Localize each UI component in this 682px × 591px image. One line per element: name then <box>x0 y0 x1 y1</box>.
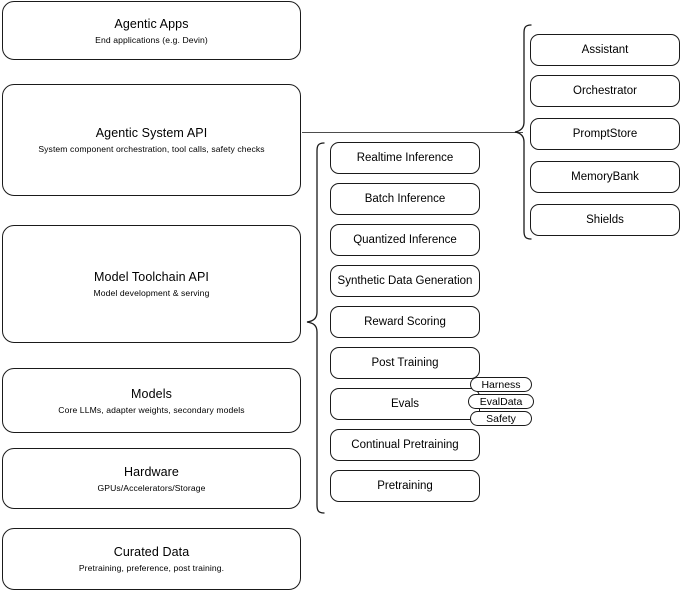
eval-pill-label: EvalData <box>479 395 523 408</box>
stack-subtitle: System component orchestration, tool cal… <box>38 144 265 154</box>
mid-box-label: Batch Inference <box>364 193 446 205</box>
mid-box-label: Post Training <box>371 357 439 369</box>
mid-box-label: Realtime Inference <box>356 152 454 164</box>
mid-box-pretraining[interactable]: Pretraining <box>330 470 480 502</box>
eval-pill-safety[interactable]: Safety <box>470 411 532 426</box>
mid-box-label: Evals <box>390 398 420 410</box>
mid-box-label: Synthetic Data Generation <box>337 275 473 287</box>
eval-pill-harness[interactable]: Harness <box>470 377 532 392</box>
mid-box-label: Quantized Inference <box>353 234 457 246</box>
mid-box-batch-inference[interactable]: Batch Inference <box>330 183 480 215</box>
connector-agentic-system-to-components <box>302 132 523 133</box>
stack-box-agentic-system-api[interactable]: Agentic System API System component orch… <box>2 84 301 196</box>
mid-box-evals[interactable]: Evals <box>330 388 480 420</box>
eval-pill-label: Safety <box>486 412 516 425</box>
stack-title: Agentic Apps <box>114 16 189 31</box>
stack-box-agentic-apps[interactable]: Agentic Apps End applications (e.g. Devi… <box>2 1 301 60</box>
stack-subtitle: End applications (e.g. Devin) <box>95 34 208 45</box>
mid-box-post-training[interactable]: Post Training <box>330 347 480 379</box>
mid-box-reward-scoring[interactable]: Reward Scoring <box>330 306 480 338</box>
right-box-assistant[interactable]: Assistant <box>530 34 680 66</box>
right-box-label: Shields <box>586 214 624 226</box>
right-box-label: Assistant <box>581 44 629 56</box>
stack-title: Models <box>131 386 172 401</box>
right-box-shields[interactable]: Shields <box>530 204 680 236</box>
right-box-label: PromptStore <box>572 128 638 140</box>
right-box-label: MemoryBank <box>571 171 639 183</box>
mid-box-synthetic-data-generation[interactable]: Synthetic Data Generation <box>330 265 480 297</box>
stack-subtitle: GPUs/Accelerators/Storage <box>97 482 206 493</box>
stack-subtitle: Model development & serving <box>93 288 210 298</box>
stack-title: Agentic System API <box>95 126 208 140</box>
stack-title: Model Toolchain API <box>94 270 209 284</box>
right-box-orchestrator[interactable]: Orchestrator <box>530 75 680 107</box>
stack-title: Curated Data <box>113 545 190 559</box>
right-box-label: Orchestrator <box>573 85 637 97</box>
stack-box-curated-data[interactable]: Curated Data Pretraining, preference, po… <box>2 528 301 590</box>
mid-box-label: Reward Scoring <box>364 316 446 328</box>
eval-pill-label: Harness <box>481 378 521 391</box>
right-box-memorybank[interactable]: MemoryBank <box>530 161 680 193</box>
stack-subtitle: Core LLMs, adapter weights, secondary mo… <box>58 404 245 415</box>
middle-column-brace <box>304 140 326 518</box>
eval-pill-evaldata[interactable]: EvalData <box>468 394 534 409</box>
stack-subtitle: Pretraining, preference, post training. <box>78 563 225 573</box>
mid-box-realtime-inference[interactable]: Realtime Inference <box>330 142 480 174</box>
stack-box-model-toolchain-api[interactable]: Model Toolchain API Model development & … <box>2 225 301 343</box>
right-column-brace <box>513 22 533 244</box>
stack-box-hardware[interactable]: Hardware GPUs/Accelerators/Storage <box>2 448 301 509</box>
mid-box-label: Continual Pretraining <box>351 439 459 451</box>
stack-box-models[interactable]: Models Core LLMs, adapter weights, secon… <box>2 368 301 433</box>
stack-title: Hardware <box>124 464 179 479</box>
mid-box-quantized-inference[interactable]: Quantized Inference <box>330 224 480 256</box>
mid-box-label: Pretraining <box>377 480 433 492</box>
right-box-promptstore[interactable]: PromptStore <box>530 118 680 150</box>
mid-box-continual-pretraining[interactable]: Continual Pretraining <box>330 429 480 461</box>
